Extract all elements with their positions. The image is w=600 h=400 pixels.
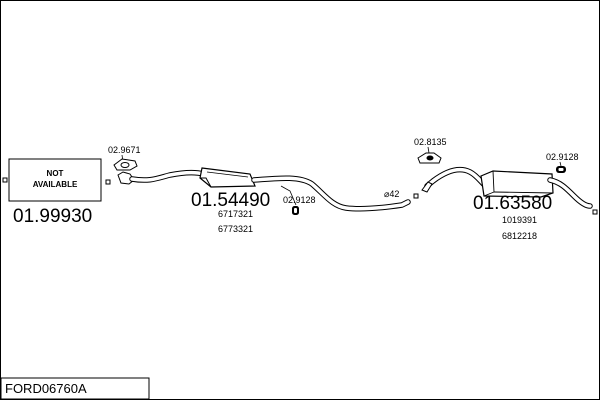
section-marker [2,177,8,183]
oem-number: 6812218 [502,231,537,241]
part-number-middle: 01.54490 [191,190,270,211]
section-marker [413,193,419,199]
not-available-line2: AVAILABLE [33,180,78,189]
section-marker [105,179,111,185]
not-available-box: NOT AVAILABLE [8,158,102,202]
model-code-box [0,377,150,400]
leader-line [280,185,297,206]
gasket-icon [113,158,138,171]
section-marker [592,209,598,215]
leader-line [559,161,562,167]
oem-number: 6717321 [218,209,253,219]
leader-line [427,146,430,154]
fitting-ref-hanger: 02.9128 [546,152,579,162]
pipe-diameter-label: ⌀42 [384,189,399,199]
fitting-ref-bracket: 02.8135 [414,137,447,147]
not-available-line1: NOT [47,169,64,178]
part-number-front: 01.99930 [13,206,92,227]
part-number-rear: 01.63580 [473,193,552,214]
fitting-ref-gasket: 02.9671 [108,145,141,155]
rubber-hanger-icon [292,206,299,215]
model-code: FORD06760A [5,381,87,396]
fitting-ref-hanger: 02.9128 [283,195,316,205]
rear-pipe-section [421,166,593,209]
oem-number: 1019391 [502,215,537,225]
oem-number: 6773321 [218,224,253,234]
middle-pipe-section [117,167,411,212]
rubber-hanger-icon [556,166,566,173]
mounting-bracket-icon [417,152,442,164]
